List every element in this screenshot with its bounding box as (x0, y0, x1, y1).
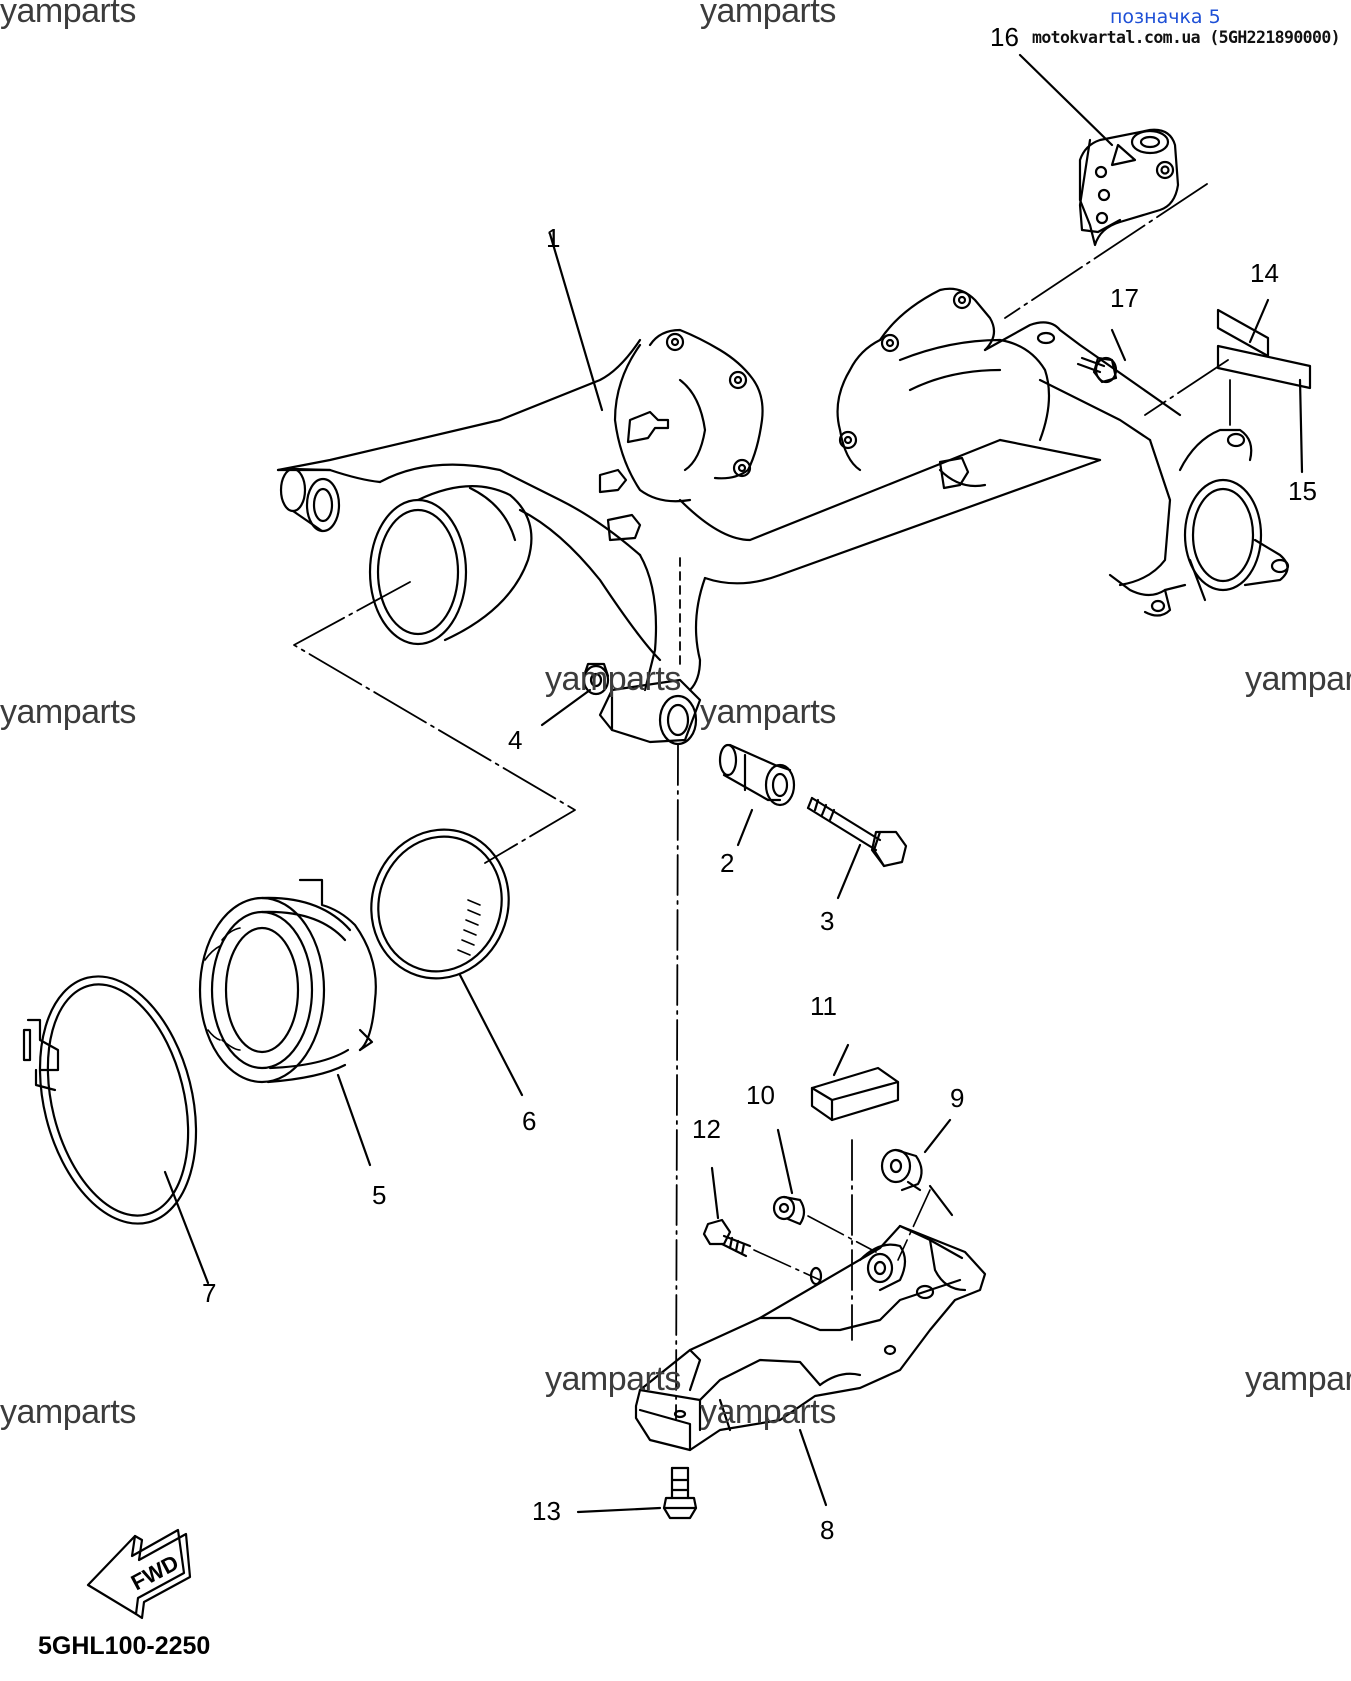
watermark: yamparts (0, 1393, 136, 1431)
diagram-code: 5GHL100-2250 (38, 1632, 211, 1660)
callout-16: 16 (990, 22, 1019, 52)
watermark: yamparts (1245, 660, 1351, 698)
callout-4: 4 (508, 725, 523, 755)
callout-15: 15 (1288, 476, 1317, 506)
callout-17: 17 (1110, 283, 1139, 313)
watermark: yamparts (0, 0, 136, 30)
fwd-arrow-icon (86, 1528, 192, 1620)
part-14-15-plates (1216, 308, 1312, 390)
part-7-clamp (22, 975, 198, 1225)
tag-site: motokvartal.com.ua (5GH221890000) (1032, 28, 1341, 47)
part-5-boot (198, 878, 377, 1084)
callout-14: 14 (1250, 258, 1279, 288)
callout-7: 7 (202, 1278, 217, 1308)
watermark: yamparts (700, 693, 836, 731)
callout-8: 8 (820, 1515, 835, 1545)
part-11-pad (810, 1066, 900, 1122)
watermark: yamparts (545, 1360, 681, 1398)
callout-12: 12 (692, 1114, 721, 1144)
watermark: yamparts (700, 0, 836, 30)
part-12-bolt (702, 1218, 752, 1258)
callout-9: 9 (950, 1083, 965, 1113)
tag-label: позначка 5 (1110, 6, 1221, 28)
callout-2: 2 (720, 848, 735, 878)
watermark: yamparts (1245, 1360, 1351, 1398)
callout-11: 11 (810, 991, 837, 1021)
part-10-collar (772, 1195, 806, 1226)
callout-6: 6 (522, 1106, 537, 1136)
part-4-nut (582, 662, 610, 696)
watermark: yamparts (545, 660, 681, 698)
part-16-bracket (1078, 128, 1180, 247)
part-1-swingarm (276, 287, 1290, 746)
watermark: yamparts (700, 1393, 836, 1431)
callout-3: 3 (820, 906, 835, 936)
callout-5: 5 (372, 1180, 387, 1210)
part-2-bushing (718, 743, 796, 807)
part-9-damper (880, 1148, 923, 1192)
part-8-plate (634, 1224, 987, 1452)
callout-1: 1 (546, 223, 561, 253)
part-17-bolt (1076, 356, 1118, 384)
part-13-bolt (662, 1466, 698, 1520)
callout-13: 13 (532, 1496, 561, 1526)
part-6-ring (370, 828, 510, 980)
callout-10: 10 (746, 1080, 775, 1110)
watermark: yamparts (0, 693, 136, 731)
part-3-bolt (806, 796, 908, 868)
